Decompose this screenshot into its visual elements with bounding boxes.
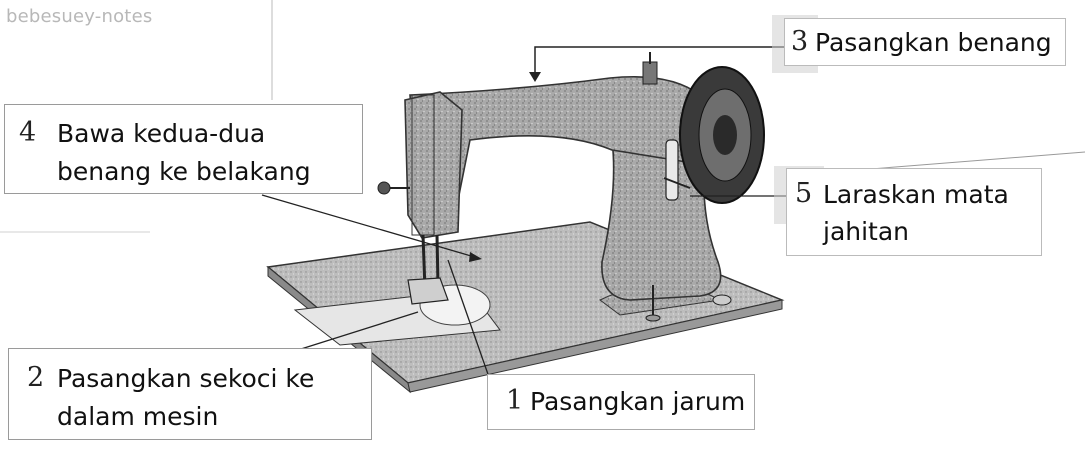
wheel-center xyxy=(713,115,737,155)
stitch-lever xyxy=(663,177,691,189)
leader-arrow-3 xyxy=(529,72,541,82)
leader-arrow-4 xyxy=(469,252,482,262)
leader-line-5-tail xyxy=(857,151,1086,171)
presser-bar xyxy=(435,234,440,286)
callout-step-1: 1 Pasangkan jarum xyxy=(487,374,755,430)
step-label: Pasangkan jarum xyxy=(530,387,746,416)
callout-step-3: 3 Pasangkan benang xyxy=(784,18,1066,66)
leader-line-3 xyxy=(534,46,784,80)
step-number: 1 xyxy=(506,385,524,416)
step-number: 4 xyxy=(19,117,37,148)
leader-line-1 xyxy=(447,259,491,381)
callout-step-5: 5 Laraskan mata jahitan xyxy=(786,168,1042,256)
step-label-line-1: Laraskan mata xyxy=(823,180,1009,209)
base-pin-foot xyxy=(645,314,661,322)
leader-line-4 xyxy=(261,194,479,259)
watermark-text: bebesuey-notes xyxy=(6,6,153,27)
step-label-line-1: Bawa kedua-dua xyxy=(57,119,266,148)
step-number: 5 xyxy=(795,178,813,209)
stitch-regulator xyxy=(665,139,679,201)
tension-knob xyxy=(377,181,391,195)
step-label-line-2: dalam mesin xyxy=(57,402,219,431)
callout-step-4: 4 Bawa kedua-dua benang ke belakang xyxy=(4,104,363,194)
leader-line-2 xyxy=(281,311,419,356)
bobbin-winder xyxy=(712,294,732,306)
presser-foot xyxy=(407,277,449,305)
table-board-edge xyxy=(407,299,783,393)
step-number: 2 xyxy=(27,362,45,393)
thread-spool xyxy=(642,61,658,85)
step-label-line-2: benang ke belakang xyxy=(57,157,311,186)
step-label: Pasangkan benang xyxy=(815,28,1052,57)
callout-step-2: 2 Pasangkan sekoci ke dalam mesin xyxy=(8,348,372,440)
step-label-line-2: jahitan xyxy=(823,217,910,246)
step-label-line-1: Pasangkan sekoci ke xyxy=(57,364,315,393)
step-number: 3 xyxy=(791,26,809,57)
